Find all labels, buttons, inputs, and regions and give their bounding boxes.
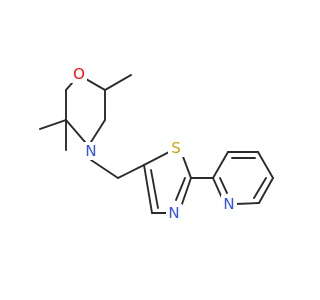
bond-py-n-c2-b [219,177,228,194]
bond-c5-s1 [143,150,172,166]
bond-ch2-c5thiazole [117,164,145,179]
atom-o: O [73,65,85,83]
bond-n4-c5 [65,119,86,143]
bond-py-c6-n [235,202,260,205]
bond-py-c5-c6-b [253,177,267,199]
atom-n-pyridine: N [223,195,234,213]
bond-py-c2-c3 [212,151,229,179]
atom-s: S [171,139,181,157]
bond-c5-methyl-a [39,119,67,130]
bond-py-c4-c5 [257,151,274,179]
bond-c2-n3-double-a [181,177,192,205]
bond-c3-n4 [90,119,106,143]
bond-s1-c2 [181,153,192,179]
bonds [39,74,274,214]
bond-c2-methyl [104,74,132,91]
structure-drawing: O N S N N [39,65,274,222]
bond-py-c5-c6-a [258,177,274,204]
atom-labels: O N S N N [71,65,237,222]
bond-n4-ch2 [90,159,119,179]
bond-c2-n3-double-b [175,177,186,201]
bond-c4-c5-double-a [143,164,153,214]
atom-n-thiazole: N [168,204,179,222]
bond-c4-c5-double-b [150,169,159,209]
bond-py-n-c2-a [212,177,223,199]
molecule-diagram: O N S N N [39,65,274,222]
atom-n-morpholine: N [85,142,96,160]
